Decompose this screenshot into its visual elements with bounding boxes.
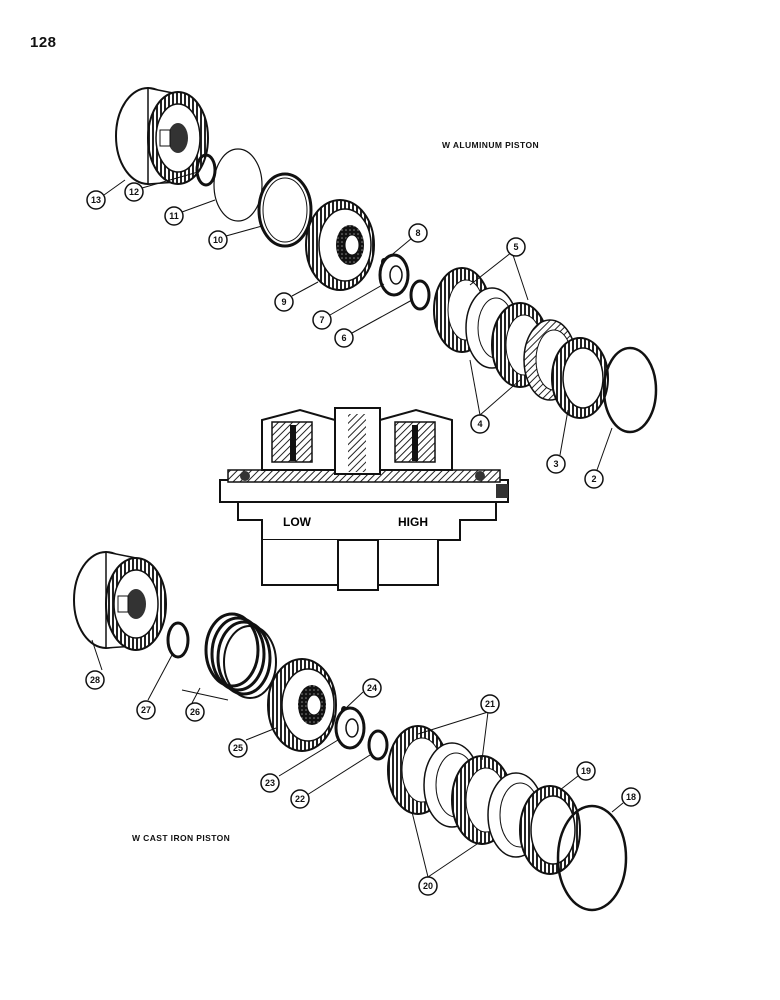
- callout-18: 18: [621, 787, 641, 807]
- part-12-snap-ring: [195, 153, 217, 187]
- part-13-drum: [115, 87, 209, 185]
- svg-text:2: 2: [591, 474, 596, 484]
- transmission-section-view: LOW HIGH: [219, 407, 509, 591]
- callout-7: 7: [312, 310, 332, 330]
- svg-text:24: 24: [367, 683, 377, 693]
- part-22-ring: [367, 729, 389, 761]
- callout-11: 11: [164, 206, 184, 226]
- part-25-piston: [267, 658, 337, 752]
- callout-9: 9: [274, 292, 294, 312]
- callout-23: 23: [260, 773, 280, 793]
- callout-19: 19: [576, 761, 596, 781]
- part-2-snap-ring: [602, 346, 658, 434]
- part-23-washer: [334, 706, 366, 750]
- svg-text:27: 27: [141, 705, 151, 715]
- svg-text:21: 21: [485, 699, 495, 709]
- callout-13: 13: [86, 190, 106, 210]
- part-21-20-clutch-pack: [387, 725, 545, 858]
- part-11-seal-ring: [213, 148, 263, 222]
- page-number: 128: [30, 34, 57, 51]
- callout-21: 21: [480, 694, 500, 714]
- caption-aluminum-piston: W ALUMINUM PISTON: [442, 140, 539, 150]
- callout-24: 24: [362, 678, 382, 698]
- leader-lines: [91, 171, 624, 878]
- svg-text:20: 20: [423, 881, 433, 891]
- svg-text:3: 3: [553, 459, 558, 469]
- callout-2: 2: [584, 469, 604, 489]
- part-7-washer: [378, 253, 410, 297]
- part-10-seal-ring: [257, 172, 313, 248]
- section-label-low: LOW: [283, 515, 312, 529]
- callout-26: 26: [185, 702, 205, 722]
- part-27-snap-ring: [166, 621, 190, 659]
- svg-text:19: 19: [581, 766, 591, 776]
- svg-text:13: 13: [91, 195, 101, 205]
- part-9-piston: [305, 199, 375, 291]
- callout-12: 12: [124, 182, 144, 202]
- svg-text:22: 22: [295, 794, 305, 804]
- svg-text:9: 9: [281, 297, 286, 307]
- part-19-plate: [519, 785, 581, 875]
- callout-28: 28: [85, 670, 105, 690]
- callout-20: 20: [418, 876, 438, 896]
- svg-text:7: 7: [319, 315, 324, 325]
- callout-22: 22: [290, 789, 310, 809]
- svg-text:23: 23: [265, 778, 275, 788]
- callout-27: 27: [136, 700, 156, 720]
- svg-text:11: 11: [169, 211, 179, 221]
- part-6-ring: [409, 279, 431, 311]
- part-3-plate: [551, 337, 609, 419]
- callout-10: 10: [208, 230, 228, 250]
- svg-text:25: 25: [233, 743, 243, 753]
- section-label-high: HIGH: [398, 515, 428, 529]
- part-18-snap-ring: [556, 804, 628, 912]
- svg-text:18: 18: [626, 792, 636, 802]
- caption-cast-iron-piston: W CAST IRON PISTON: [132, 833, 231, 843]
- callout-3: 3: [546, 454, 566, 474]
- svg-text:28: 28: [90, 675, 100, 685]
- callout-25: 25: [228, 738, 248, 758]
- part-28-drum: [73, 551, 167, 651]
- callout-8: 8: [408, 223, 428, 243]
- callout-6: 6: [334, 328, 354, 348]
- callout-5: 5: [506, 237, 526, 257]
- svg-text:6: 6: [341, 333, 346, 343]
- svg-text:10: 10: [213, 235, 223, 245]
- svg-text:4: 4: [477, 419, 482, 429]
- part-26-seal-rings: [181, 612, 277, 701]
- svg-text:12: 12: [129, 187, 139, 197]
- svg-text:5: 5: [513, 242, 518, 252]
- svg-text:8: 8: [415, 228, 420, 238]
- callout-4: 4: [470, 414, 490, 434]
- svg-text:26: 26: [190, 707, 200, 717]
